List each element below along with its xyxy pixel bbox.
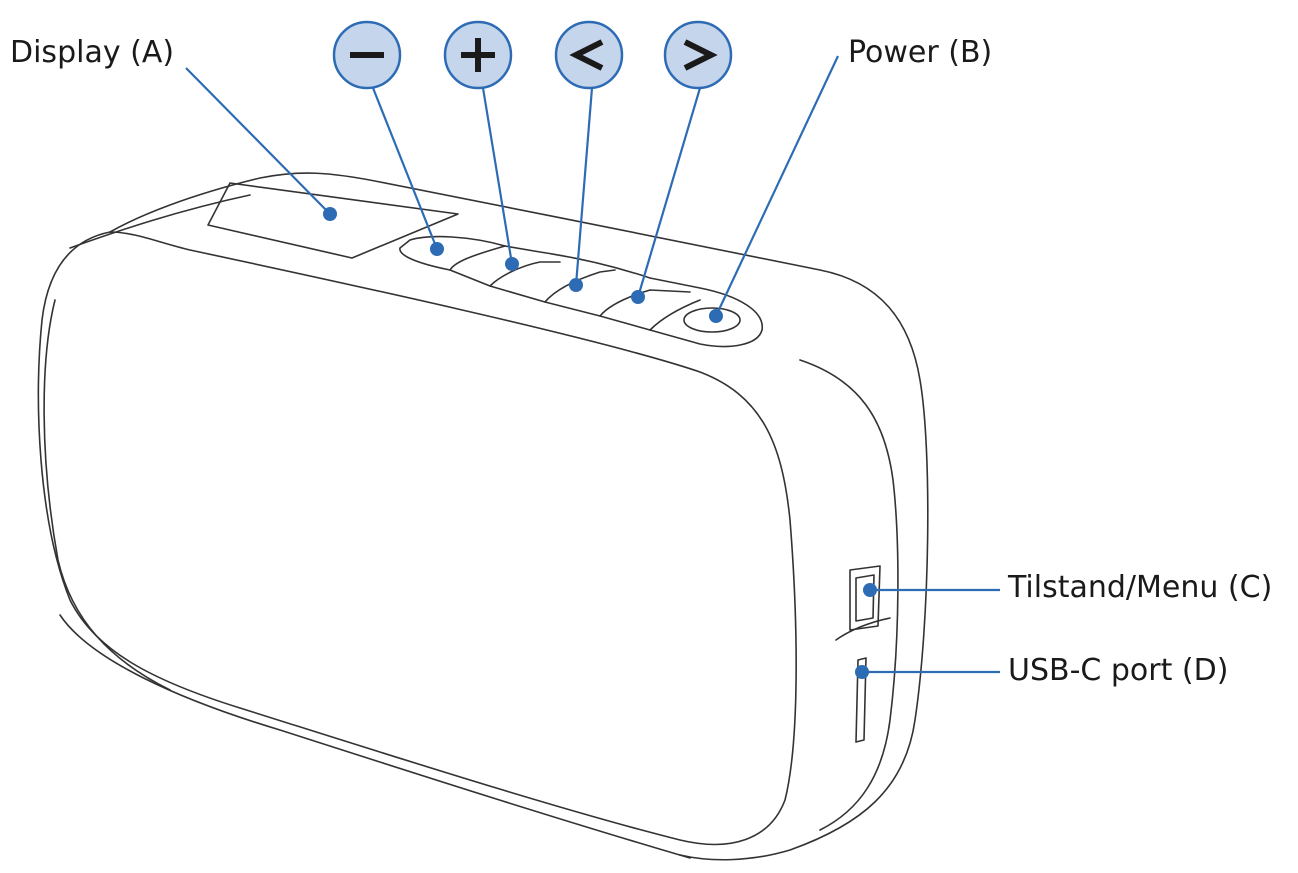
dot-power	[709, 309, 723, 323]
divider-4	[599, 289, 691, 317]
device-illustration	[37, 172, 929, 861]
plus-icon	[461, 38, 495, 72]
chevron-left-icon	[569, 39, 604, 71]
display-screen	[207, 182, 459, 259]
side-mode-button	[849, 565, 881, 631]
front-face	[37, 231, 797, 846]
usb-port-slot	[855, 657, 867, 743]
leader-power	[715, 55, 839, 317]
prev-callout	[554, 20, 624, 90]
side-panel-right	[799, 359, 899, 831]
label-display: Display (A)	[10, 35, 175, 70]
leader-next	[636, 87, 702, 298]
leader-display	[185, 67, 331, 215]
label-mode-menu: Tilstand/Menu (C)	[1008, 570, 1273, 605]
shell-bottom	[59, 614, 691, 859]
leader-lines	[185, 55, 1000, 674]
divider-1	[449, 245, 506, 271]
shell-inner-side	[43, 299, 171, 691]
power-button-ring	[683, 307, 741, 333]
button-callouts	[332, 20, 733, 90]
leader-prev	[574, 87, 594, 286]
dot-next	[631, 290, 645, 304]
side-panel-divider	[835, 617, 891, 641]
dot-prev	[569, 278, 583, 292]
leader-plus	[481, 87, 514, 265]
chevron-right-icon	[683, 39, 718, 71]
button-strip	[399, 235, 763, 348]
label-power: Power (B)	[848, 35, 993, 70]
side-mode-button-inner	[855, 574, 875, 622]
divider-2	[489, 261, 561, 287]
dot-mode	[863, 583, 877, 597]
shell-outline	[109, 172, 929, 861]
shell-inner-top	[69, 194, 251, 249]
minus-icon	[350, 52, 384, 58]
minus-callout	[332, 20, 402, 90]
leader-dots	[323, 207, 877, 679]
dot-display	[323, 207, 337, 221]
dot-usb	[855, 665, 869, 679]
label-usb-port: USB-C port (D)	[1008, 653, 1229, 688]
next-callout	[663, 20, 733, 90]
dot-minus	[430, 242, 444, 256]
divider-5	[649, 299, 701, 331]
dot-plus	[505, 257, 519, 271]
plus-callout	[443, 20, 513, 90]
leader-minus	[371, 87, 439, 250]
